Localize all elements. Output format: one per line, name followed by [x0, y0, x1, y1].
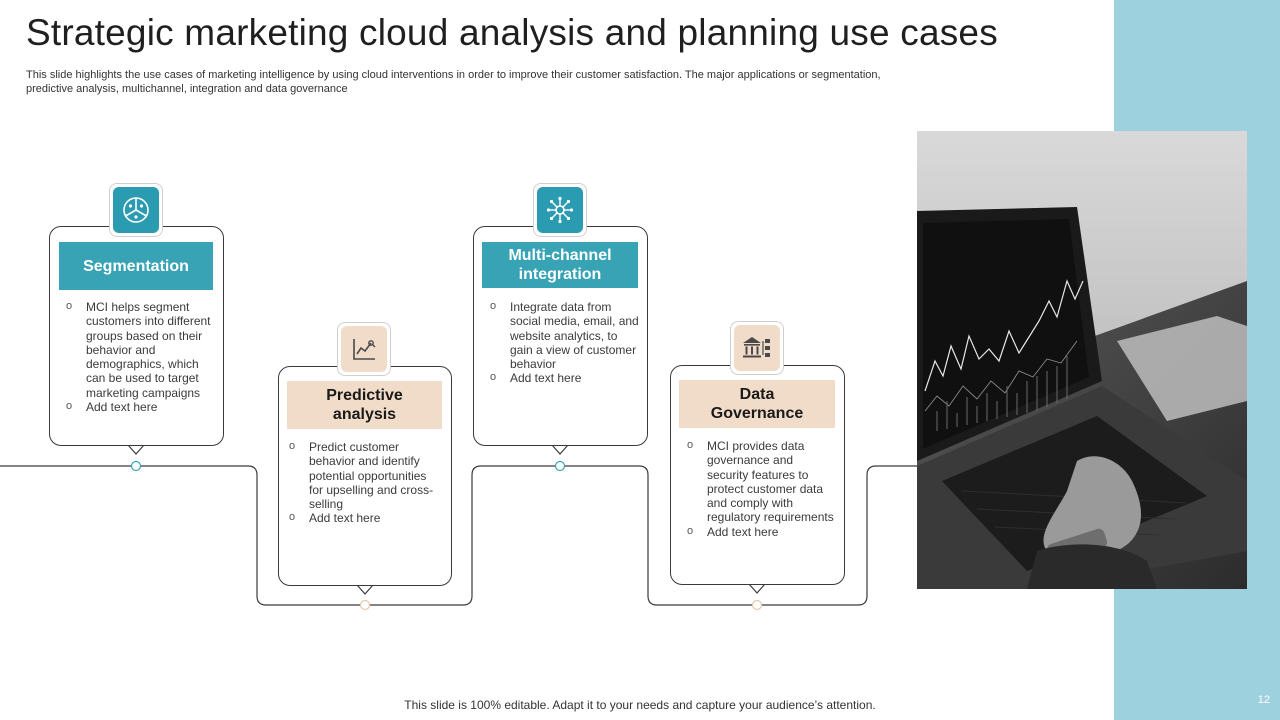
- connector-node-4: [751, 599, 763, 611]
- card-pointer-2: [356, 584, 374, 595]
- connector-node-2: [359, 599, 371, 611]
- bullet-item: Add text here: [66, 399, 214, 414]
- bullet-item: MCI helps segment customers into differe…: [66, 299, 214, 400]
- card-bullets-segmentation: MCI helps segment customers into differe…: [66, 299, 214, 414]
- governance-building-icon: [734, 325, 780, 371]
- segmentation-icon-badge: [109, 183, 163, 237]
- network-hub-icon: [537, 187, 583, 233]
- slide-subtitle: This slide highlights the use cases of m…: [26, 69, 881, 95]
- page-number: 12: [1257, 694, 1270, 706]
- connector-node-1: [130, 460, 142, 472]
- bullet-item: Add text here: [289, 510, 441, 525]
- card-pointer-4: [748, 583, 766, 594]
- card-bullets-predictive-analysis: Predict customer behavior and identify p…: [289, 439, 441, 526]
- card-heading-data-governance: Data Governance: [679, 380, 835, 428]
- multi-channel-icon-badge: [533, 183, 587, 237]
- card-pointer-1: [127, 444, 145, 455]
- bullet-item: Add text here: [687, 524, 837, 539]
- card-heading-predictive-analysis: Predictive analysis: [287, 381, 442, 429]
- pie-chart-users-icon: [113, 187, 159, 233]
- bullet-item: MCI provides data governance and securit…: [687, 438, 837, 525]
- trend-analysis-icon: [341, 326, 387, 372]
- card-heading-multi-channel-integration: Multi-channel integration: [482, 242, 638, 288]
- connector-node-3: [554, 460, 566, 472]
- governance-icon-badge: [730, 321, 784, 375]
- card-heading-segmentation: Segmentation: [59, 242, 213, 290]
- footer-note: This slide is 100% editable. Adapt it to…: [404, 698, 876, 712]
- bullet-item: Integrate data from social media, email,…: [490, 299, 640, 371]
- laptop-stock-chart-photo: [917, 131, 1247, 589]
- slide-title: Strategic marketing cloud analysis and p…: [26, 12, 998, 53]
- bullet-item: Add text here: [490, 370, 640, 385]
- bullet-item: Predict customer behavior and identify p…: [289, 439, 441, 511]
- card-bullets-multi-channel-integration: Integrate data from social media, email,…: [490, 299, 640, 386]
- predictive-icon-badge: [337, 322, 391, 376]
- card-pointer-3: [551, 444, 569, 455]
- card-bullets-data-governance: MCI provides data governance and securit…: [687, 438, 837, 539]
